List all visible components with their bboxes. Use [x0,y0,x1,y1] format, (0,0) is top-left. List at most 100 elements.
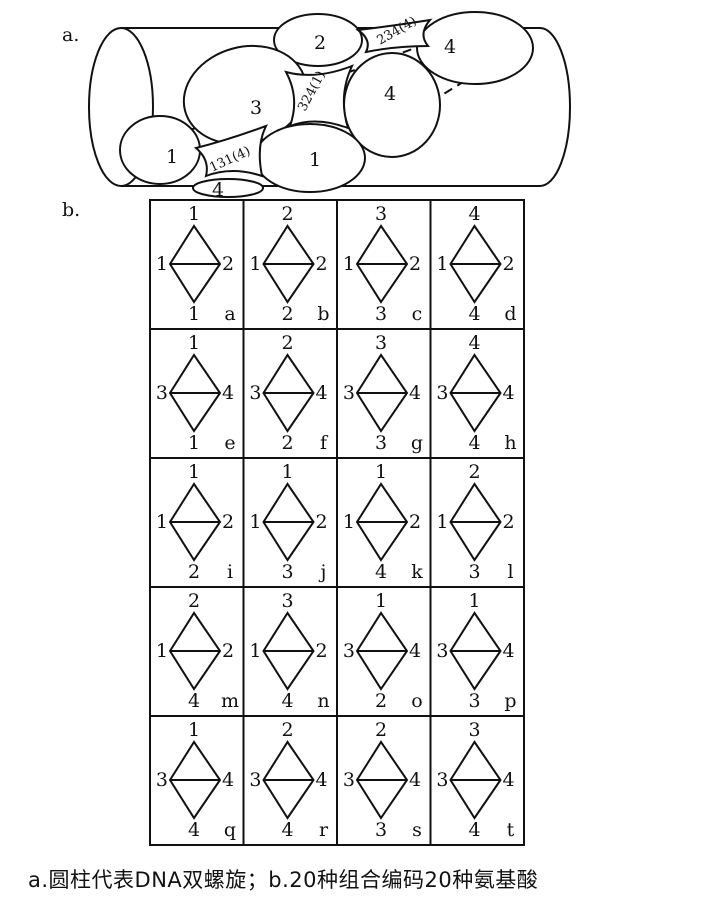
cell-bottom-number: 4 [468,819,480,841]
diamond-shape [262,482,315,562]
cell-top-number: 1 [188,203,200,225]
cell-left-number: 3 [343,769,355,791]
cell-letter: r [319,819,329,841]
cell-right-number: 4 [316,382,328,404]
cylinder-left-end [88,27,154,187]
blob-2 [273,13,363,67]
cell-top-number: 1 [188,461,200,483]
cylinder-right-end [539,27,571,187]
cell-top-number: 3 [375,332,387,354]
cell-left-number: 1 [436,511,448,533]
diamond-shape [449,611,502,691]
cell-left-number: 1 [249,640,261,662]
cell-right-number: 2 [409,253,421,275]
cell-letter: j [319,561,327,583]
cell-bottom-number: 4 [375,561,387,583]
cell-letter: p [504,690,516,712]
diamond-shape [355,224,409,304]
blob-label-4-bottom: 4 [212,179,224,201]
cell-top-number: 3 [375,203,387,225]
cell-bottom-number: 4 [468,303,480,325]
blob-1-left [119,115,201,185]
cell-bottom-number: 2 [188,561,200,583]
cell-left-number: 3 [156,382,168,404]
dna-cylinder [88,11,571,198]
cell-bottom-number: 4 [188,690,200,712]
cell-top-number: 1 [375,590,387,612]
cell-left-number: 1 [249,253,261,275]
cell-left-number: 1 [436,253,448,275]
cell-top-number: 4 [468,332,480,354]
diamond-shape [262,611,315,691]
cell-letter: c [412,303,423,325]
cell-right-number: 4 [409,382,421,404]
diamond-shape [168,353,222,433]
cell-letter: f [320,432,329,454]
cell-bottom-number: 4 [281,819,293,841]
figure-caption: a.圆柱代表DNA双螺旋；b.20种组合编码20种氨基酸 [28,868,539,892]
cell-letter: i [227,561,233,583]
cell-bottom-number: 4 [468,432,480,454]
cell-right-number: 2 [222,640,234,662]
cell-right-number: 2 [316,253,328,275]
diamond-shape [355,740,409,820]
cell-right-number: 2 [316,511,328,533]
cell-left-number: 3 [436,769,448,791]
cell-left-number: 1 [156,640,168,662]
cell-top-number: 3 [281,590,293,612]
cell-letter: d [504,303,516,325]
cell-letter: e [224,432,235,454]
cell-top-number: 2 [281,203,293,225]
part-b-label: b. [62,199,80,221]
cell-top-number: 1 [188,719,200,741]
cell-right-number: 4 [503,769,515,791]
blob-label-4-mid: 4 [384,83,396,105]
hole-131 [193,124,269,178]
diamond-shape [355,353,409,433]
diamond-shape [262,224,315,304]
diamond-shape [168,740,222,820]
diamond-shape [262,353,315,433]
cell-letter: s [412,819,422,841]
blob-label-1-left: 1 [166,146,178,168]
cell-right-number: 2 [503,511,515,533]
hole-324 [284,64,354,130]
cell-letter: k [411,561,423,583]
blob-label-2: 2 [314,32,326,54]
cell-right-number: 4 [222,769,234,791]
cell-bottom-number: 3 [468,690,480,712]
part-a-label: a. [62,24,79,46]
cell-right-number: 4 [222,382,234,404]
diamond-shape [355,482,409,562]
cell-bottom-number: 1 [188,303,200,325]
cell-bottom-number: 4 [188,819,200,841]
cell-letter: n [317,690,329,712]
cell-left-number: 3 [343,382,355,404]
cell-left-number: 3 [249,769,261,791]
diamond-shape [168,611,222,691]
blob-label-1-right: 1 [309,149,321,171]
diamond-shape [449,224,502,304]
diamond-shape [449,353,502,433]
cell-bottom-number: 3 [281,561,293,583]
cell-left-number: 1 [343,253,355,275]
cell-border [429,715,525,846]
blob-label-3: 3 [250,97,262,119]
cell-left-number: 3 [436,640,448,662]
cell-right-number: 2 [503,253,515,275]
cell-top-number: 2 [281,332,293,354]
cell-letter: b [317,303,329,325]
cell-top-number: 1 [188,332,200,354]
